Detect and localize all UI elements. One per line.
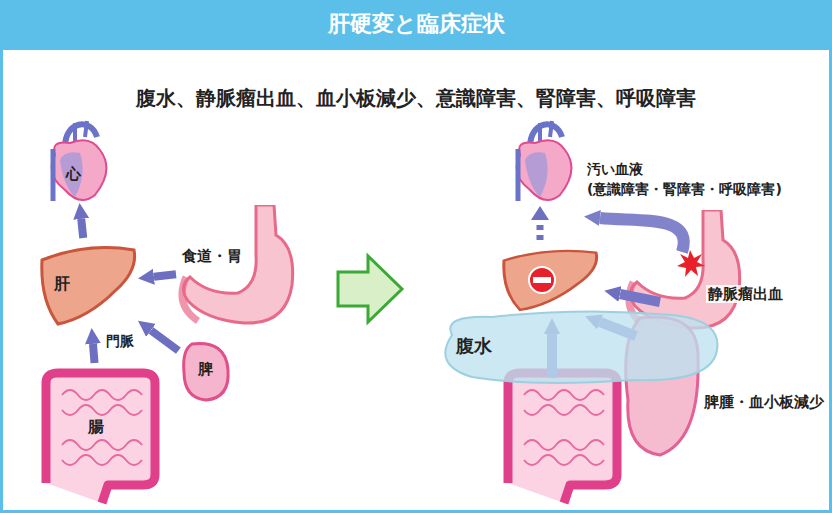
- dirty-blood-arrow: [600, 218, 684, 252]
- organ-shape-part: [52, 121, 107, 201]
- organ-node: 腸: [38, 365, 163, 505]
- organ-shape-part: [184, 344, 228, 400]
- vessel-label: 門脈: [104, 333, 136, 350]
- organ-shape: [35, 115, 115, 203]
- organ-shape-part: [46, 373, 155, 503]
- organ-label: 心: [66, 165, 81, 183]
- organ-node: 心: [35, 115, 115, 203]
- callout-text: (意識障害・腎障害・呼吸障害): [585, 181, 784, 198]
- blocked-flow: [537, 218, 544, 240]
- callout-text: 汚い血液: [585, 161, 645, 178]
- heart-drawing: [517, 121, 572, 201]
- organ-node: 脾: [180, 340, 232, 402]
- stop-sign: [529, 267, 555, 293]
- bypass-arrow: [620, 294, 660, 302]
- organ-shape: [38, 240, 138, 328]
- transition-arrow: [338, 256, 402, 322]
- organ-label: 腹水: [456, 335, 492, 357]
- organ-node: 食道・胃: [178, 205, 296, 330]
- callout-text: 脾腫・血小板減少: [702, 393, 826, 411]
- organ-node: 腹水: [432, 305, 722, 387]
- organ-shape: [178, 205, 296, 330]
- organ-label: 腸: [88, 417, 104, 436]
- intestine-drawing: [508, 373, 617, 503]
- blood-flow-arrow: [151, 330, 179, 350]
- organ-shape-part: [445, 311, 717, 382]
- organ-shape-part: [42, 248, 135, 324]
- organ-label: 肝: [54, 274, 70, 293]
- callout-text: 静脈瘤出血: [706, 285, 785, 303]
- organ-label: 脾: [198, 360, 213, 378]
- blood-flow-arrow: [81, 219, 83, 238]
- title-text: 肝硬変と臨床症状: [328, 11, 505, 37]
- organ-shape-part: [182, 205, 293, 323]
- bleeding-burst: [677, 250, 705, 277]
- organ-node: 肝: [38, 240, 138, 328]
- subtitle-text: 腹水、静脈瘤出血、血小板減少、意識障害、腎障害、呼吸障害: [136, 86, 696, 110]
- blocked-head: [531, 206, 549, 220]
- blood-flow-arrow: [93, 344, 95, 363]
- stop-bar: [533, 277, 551, 283]
- blood-flow-arrow: [154, 274, 176, 276]
- organ-label: 食道・胃: [182, 247, 242, 265]
- liver-drawing: [504, 251, 597, 310]
